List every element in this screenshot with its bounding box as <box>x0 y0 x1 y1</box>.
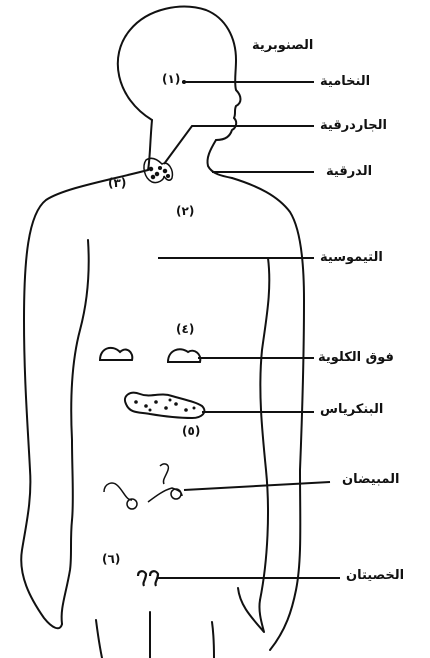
label-ovaries: المبيضان <box>342 472 399 487</box>
number-5: (٥) <box>182 424 200 438</box>
label-pituitary: النخامية <box>320 74 370 89</box>
testes-gland <box>138 571 158 586</box>
leg-line-right <box>212 622 214 658</box>
number-4: (٤) <box>176 322 194 336</box>
neck-line-left <box>148 120 152 170</box>
right-arm-outline <box>232 178 304 650</box>
number-1: (١) <box>162 72 180 86</box>
label-pineal: الصنوبرية <box>252 38 313 53</box>
number-3: (٣) <box>108 176 126 190</box>
adrenal-gland-right <box>168 349 200 362</box>
label-testes: الخصيتان <box>346 568 404 583</box>
left-hand-outline <box>62 520 72 624</box>
label-adrenal: فوق الكلوية <box>318 350 394 365</box>
number-6: (٦) <box>102 552 120 566</box>
pointer-ovaries <box>184 482 330 490</box>
pointer-parathyroid <box>164 126 314 164</box>
leg-line-left <box>96 620 102 658</box>
label-thyroid: الدرقية <box>326 164 372 179</box>
number-2: (٢) <box>176 204 194 218</box>
pancreas-gland <box>125 393 204 418</box>
label-pancreas: البنكرياس <box>320 402 383 417</box>
left-torso-outline <box>71 240 88 520</box>
label-parathyroid: الجاردرقية <box>320 118 387 133</box>
left-arm-outline <box>21 170 148 628</box>
ovaries-gland <box>104 464 182 509</box>
adrenal-gland-left <box>100 348 132 360</box>
label-thymus: التيموسية <box>320 250 383 265</box>
right-torso-outline <box>260 258 269 600</box>
